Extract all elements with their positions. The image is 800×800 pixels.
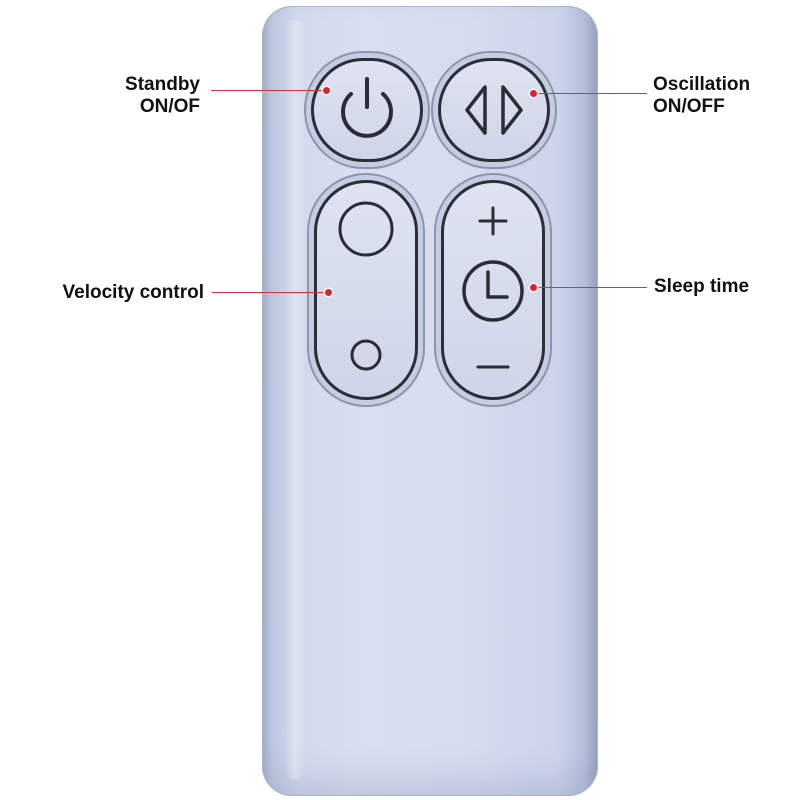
velocity-marker-dot — [325, 289, 332, 296]
standby-marker-dot — [323, 87, 330, 94]
sleep-timer-button[interactable] — [441, 180, 545, 400]
velocity-leader-line — [212, 292, 328, 293]
large-circle-icon — [338, 201, 394, 257]
standby-label-line1: Standby — [125, 74, 200, 95]
sleep-icons — [462, 206, 524, 369]
oscillation-leader-line — [535, 93, 647, 94]
plus-icon — [478, 206, 508, 236]
remote-highlight — [285, 20, 305, 780]
sleep-leader-line — [535, 287, 647, 288]
standby-leader-line — [211, 90, 326, 91]
standby-label-line2: ON/OF — [139, 96, 200, 117]
oscillation-label-line1: Oscillation — [653, 74, 751, 95]
oscillation-label: Oscillation ON/OFF — [653, 74, 750, 118]
standby-label: Standby ON/OF — [125, 74, 200, 118]
sleep-label: Sleep time — [654, 276, 750, 297]
small-circle-icon — [350, 339, 382, 371]
oscillation-label-line2: ON/OFF — [653, 96, 725, 117]
sleep-marker-dot — [530, 284, 537, 291]
oscillation-button[interactable] — [438, 58, 550, 162]
oscillation-marker-dot — [530, 90, 537, 97]
velocity-label: Velocity control — [62, 282, 204, 303]
oscillation-arrows-icon — [465, 85, 523, 135]
velocity-icons — [338, 201, 394, 371]
clock-icon — [462, 260, 524, 322]
power-icon — [341, 77, 393, 138]
standby-button[interactable] — [311, 58, 423, 162]
